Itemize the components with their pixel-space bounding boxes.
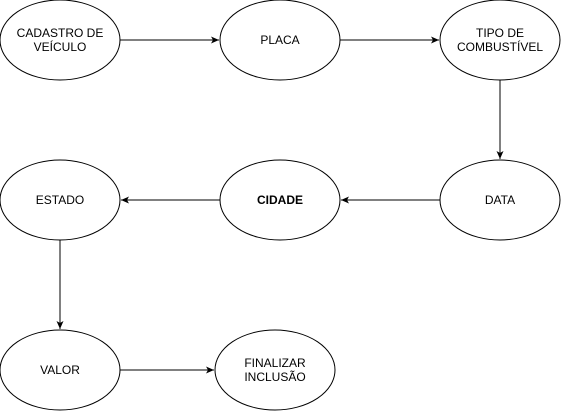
node-estado-ellipse — [0, 159, 121, 241]
node-tipo-label-line-1: COMBUSTÍVEL — [457, 39, 543, 54]
node-tipo-label-line-0: TIPO DE — [476, 26, 524, 40]
node-estado: ESTADO — [0, 159, 121, 241]
node-cidade-ellipse — [219, 159, 341, 241]
node-placa: PLACA — [219, 0, 341, 81]
node-finalizar-ellipse — [214, 329, 336, 411]
node-placa-label-line-0: PLACA — [260, 33, 299, 47]
node-cadastro-ellipse — [0, 0, 121, 81]
node-cadastro-label-line-1: VEÍCULO — [34, 39, 87, 54]
node-cidade: CIDADE — [219, 159, 341, 241]
node-valor-label-line-0: VALOR — [40, 363, 80, 377]
node-tipo-ellipse — [439, 0, 561, 81]
node-placa-ellipse — [219, 0, 341, 81]
node-data: DATA — [439, 159, 561, 241]
node-data-ellipse — [439, 159, 561, 241]
node-data-label-line-0: DATA — [485, 193, 515, 207]
node-finalizar-label-line-0: FINALIZAR — [244, 356, 306, 370]
node-finalizar-label-line-1: INCLUSÃO — [244, 370, 305, 384]
node-valor: VALOR — [0, 329, 121, 411]
node-cidade-label-line-0: CIDADE — [257, 193, 303, 207]
edges-layer — [56, 36, 504, 374]
node-valor-ellipse — [0, 329, 121, 411]
node-cadastro-label-line-0: CADASTRO DE — [17, 26, 104, 40]
node-estado-label-line-0: ESTADO — [36, 193, 84, 207]
